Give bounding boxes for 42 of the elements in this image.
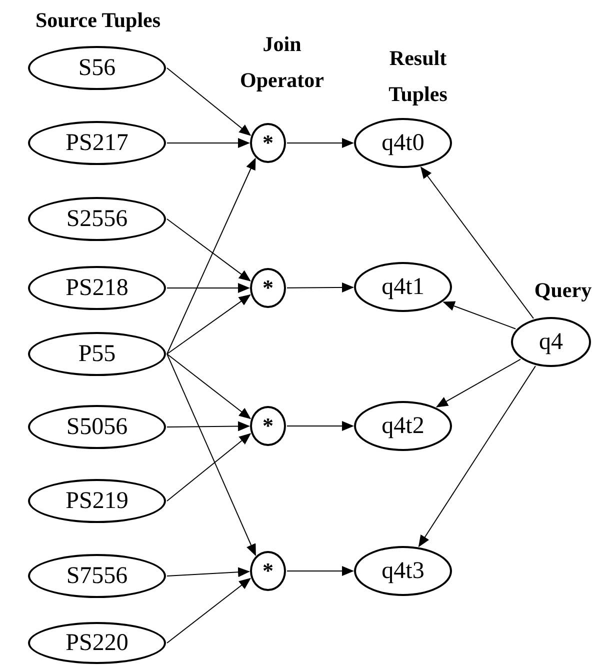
arrow	[166, 158, 256, 354]
tuple-ellipse: S7556	[28, 554, 166, 598]
arrow	[286, 421, 354, 431]
arrow	[418, 366, 536, 548]
tuple-ellipse: q4t2	[354, 401, 452, 451]
arrow	[166, 68, 252, 136]
arrow	[166, 294, 251, 354]
arrow	[166, 138, 250, 148]
operator-circle: *	[250, 268, 286, 308]
column-heading: Join Operator	[239, 31, 325, 94]
tuple-ellipse: PS218	[28, 266, 166, 310]
column-heading: Source Tuples	[34, 7, 162, 34]
arrow	[286, 138, 354, 148]
tuple-ellipse: PS217	[28, 121, 166, 165]
operator-circle: *	[250, 123, 286, 163]
tuple-ellipse: S5056	[28, 405, 166, 449]
column-heading: Result Tuples	[388, 45, 448, 108]
tuple-ellipse: S2556	[28, 197, 166, 241]
tuple-ellipse: q4t1	[354, 262, 452, 312]
tuple-ellipse: PS219	[28, 479, 166, 523]
tuple-ellipse: q4	[511, 317, 591, 367]
arrow	[166, 354, 252, 420]
arrow	[166, 421, 250, 432]
arrow	[286, 566, 354, 576]
arrow	[166, 433, 252, 502]
operator-circle: *	[250, 406, 286, 446]
arrow	[166, 567, 250, 578]
arrow	[286, 282, 354, 292]
column-heading: Query	[533, 277, 592, 304]
operator-circle: *	[250, 551, 286, 591]
arrow	[166, 578, 252, 644]
arrow	[442, 301, 516, 330]
tuple-ellipse: q4t3	[354, 546, 452, 596]
arrow	[166, 218, 251, 282]
tuple-ellipse: q4t0	[354, 118, 452, 168]
arrow	[166, 354, 256, 556]
tuple-ellipse: P55	[28, 332, 166, 376]
tuple-ellipse: S56	[28, 46, 166, 90]
arrow	[420, 166, 534, 319]
arrow	[436, 358, 521, 408]
arrow	[166, 283, 250, 293]
tuple-ellipse: PS220	[28, 622, 166, 664]
